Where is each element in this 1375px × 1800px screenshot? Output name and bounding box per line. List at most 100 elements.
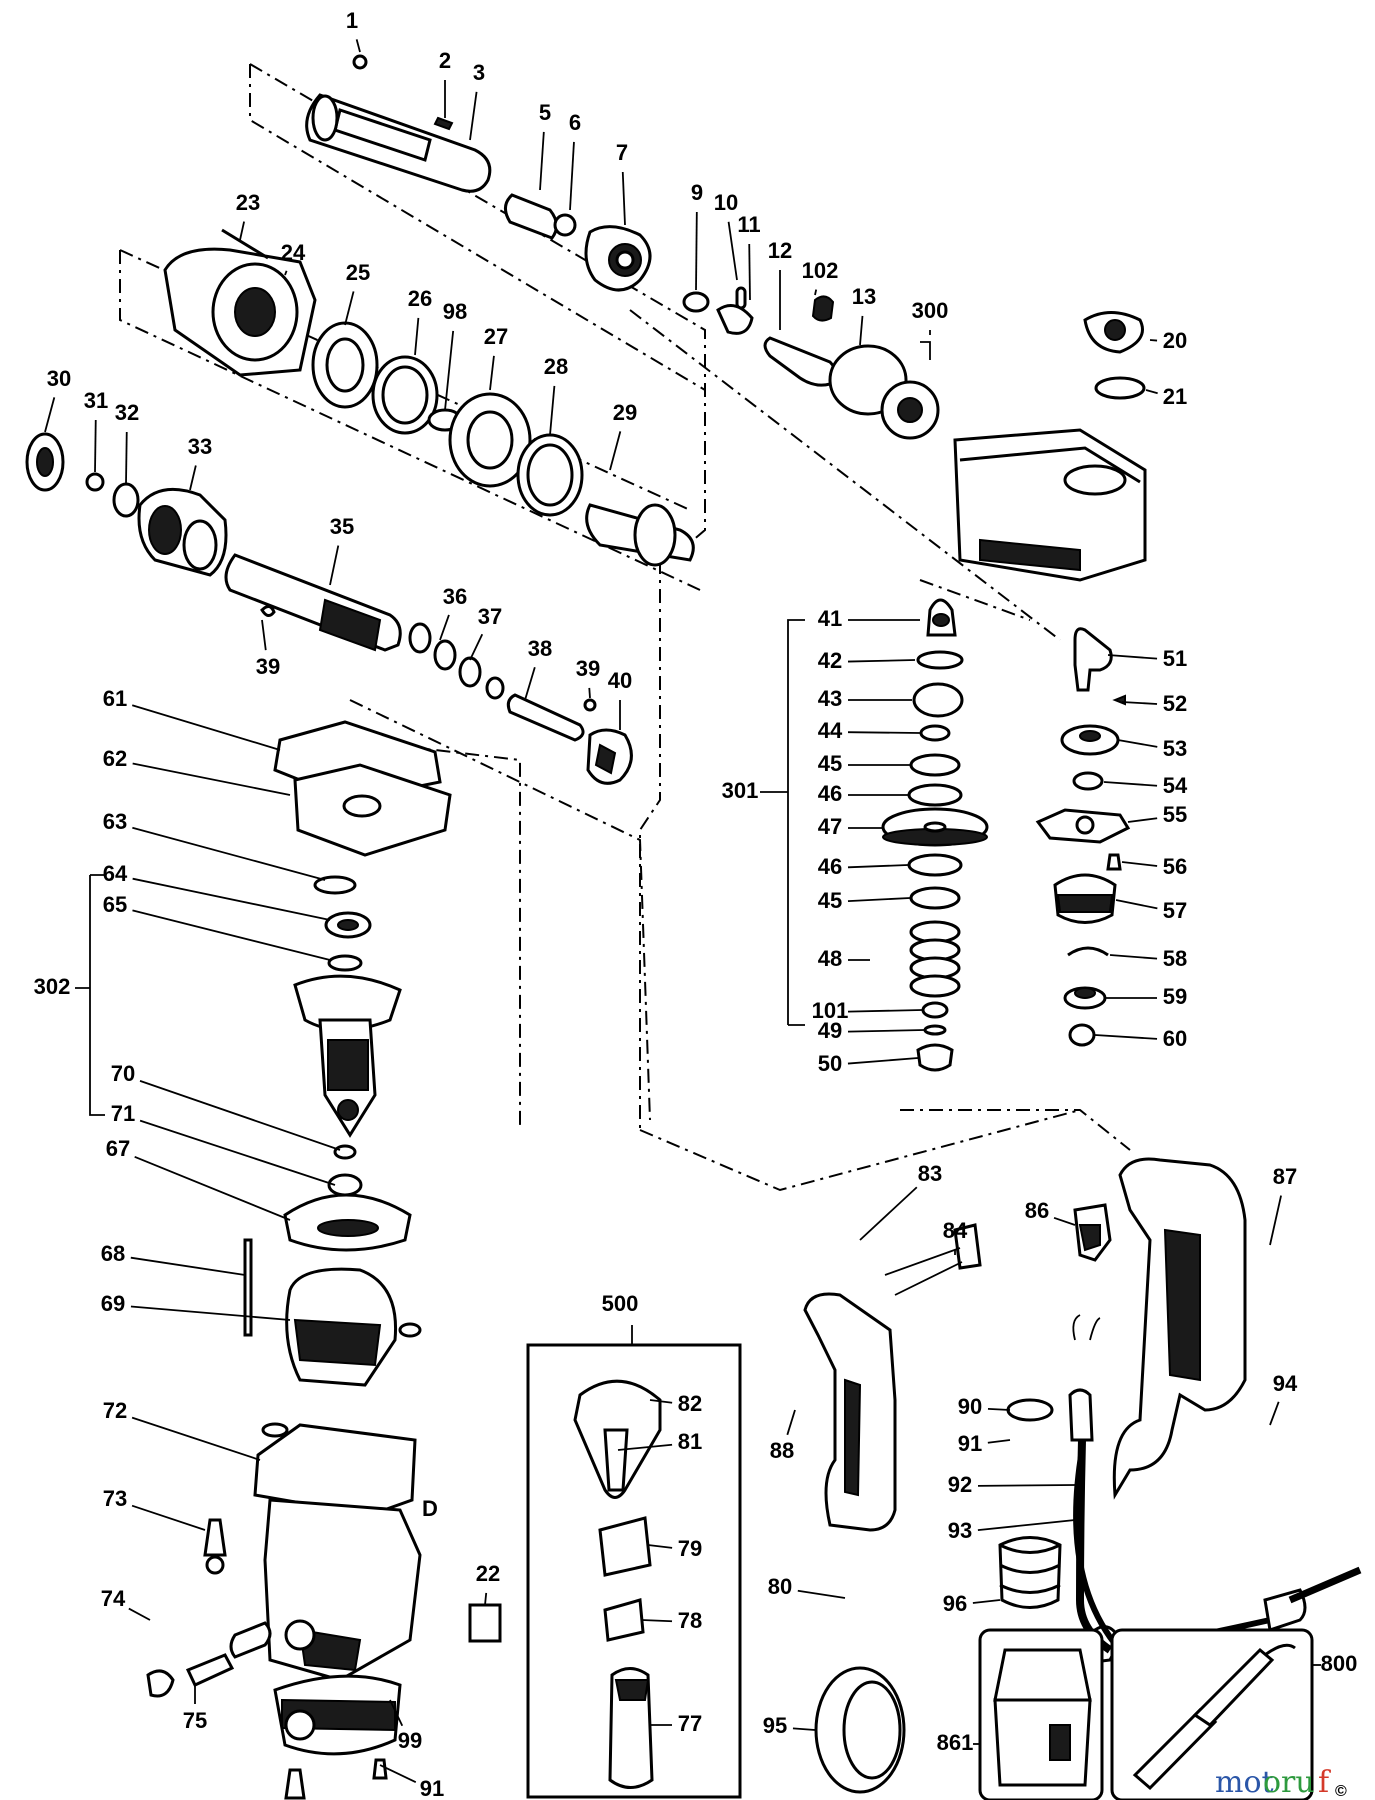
part-label-56: 56 bbox=[1163, 854, 1187, 879]
part-label-301: 301 bbox=[722, 778, 759, 803]
group-bracket bbox=[920, 341, 931, 360]
part-label-96: 96 bbox=[943, 1591, 967, 1616]
motor-housing bbox=[146, 1423, 502, 1800]
leader-line bbox=[94, 419, 97, 473]
leader-line bbox=[284, 270, 288, 276]
leader-line bbox=[1053, 1216, 1076, 1226]
leader-line bbox=[847, 659, 916, 663]
leader-line bbox=[621, 171, 626, 226]
part-label-65: 65 bbox=[103, 892, 127, 917]
part-label-27: 27 bbox=[484, 324, 508, 349]
part-label-90: 90 bbox=[958, 1394, 982, 1419]
leader-line bbox=[847, 1029, 925, 1033]
leader-line bbox=[569, 141, 575, 211]
leader-line bbox=[484, 1592, 488, 1606]
leader-line bbox=[444, 330, 455, 411]
part-label-36: 36 bbox=[443, 584, 467, 609]
leader-line bbox=[786, 1409, 796, 1436]
part-label-98: 98 bbox=[443, 299, 467, 324]
leader-line bbox=[588, 687, 591, 699]
leader-line bbox=[261, 619, 267, 651]
leader-line bbox=[1149, 339, 1158, 342]
part-label-70: 70 bbox=[111, 1061, 135, 1086]
leader-line bbox=[1127, 817, 1158, 823]
group-bracket bbox=[75, 874, 105, 1116]
hammer-housing bbox=[163, 228, 695, 567]
carry-case-861 bbox=[978, 1628, 1104, 1800]
part-label-78: 78 bbox=[678, 1608, 702, 1633]
leader-line bbox=[239, 221, 245, 241]
leader-line bbox=[389, 1699, 404, 1727]
leader-line bbox=[987, 1408, 1011, 1411]
part-label-67: 67 bbox=[106, 1136, 130, 1161]
leader-line bbox=[847, 897, 911, 903]
motor-assembly bbox=[243, 720, 452, 1438]
watermark-part3: f bbox=[1318, 1765, 1331, 1800]
leader-line bbox=[641, 1619, 673, 1623]
part-label-49: 49 bbox=[818, 1018, 842, 1043]
leader-line bbox=[132, 762, 291, 796]
handle-assembly bbox=[803, 1157, 1247, 1667]
assembly-guide-lines bbox=[119, 63, 1131, 1192]
part-label-82: 82 bbox=[678, 1391, 702, 1416]
part-label-7: 7 bbox=[616, 140, 628, 165]
part-label-22: 22 bbox=[476, 1561, 500, 1586]
part-label-800: 800 bbox=[1321, 1651, 1358, 1676]
part-label-71: 71 bbox=[111, 1101, 135, 1126]
leader-line bbox=[1094, 1034, 1158, 1040]
leader-line bbox=[1115, 899, 1158, 910]
grease-kit-800 bbox=[1110, 1628, 1314, 1800]
leader-line bbox=[189, 465, 197, 491]
watermark-copyright: © bbox=[1335, 1783, 1347, 1800]
part-label-23: 23 bbox=[236, 190, 260, 215]
part-label-9: 9 bbox=[691, 180, 703, 205]
part-label-11: 11 bbox=[737, 212, 760, 237]
gear-housing bbox=[953, 311, 1147, 582]
part-label-21: 21 bbox=[1163, 384, 1187, 409]
part-label-80: 80 bbox=[768, 1574, 792, 1599]
spindle-assembly bbox=[305, 54, 652, 292]
leader-line bbox=[439, 614, 450, 641]
part-label-300: 300 bbox=[912, 298, 949, 323]
tool-holder-assembly bbox=[25, 432, 633, 785]
leader-line bbox=[847, 1057, 919, 1065]
leader-line bbox=[414, 317, 420, 356]
part-label-91: 91 bbox=[958, 1431, 982, 1456]
group-bracket bbox=[760, 619, 805, 1026]
leader-line bbox=[797, 1589, 846, 1599]
leader-line bbox=[1109, 954, 1158, 960]
part-label-87: 87 bbox=[1273, 1164, 1297, 1189]
watermark-part2: oru bbox=[1263, 1765, 1315, 1800]
part-label-47: 47 bbox=[818, 814, 842, 839]
part-label-95: 95 bbox=[763, 1713, 787, 1738]
part-label-62: 62 bbox=[103, 746, 127, 771]
leader-line bbox=[1269, 1195, 1282, 1246]
leader-line bbox=[649, 1399, 673, 1404]
leader-line bbox=[130, 1305, 291, 1321]
leader-line bbox=[1103, 781, 1158, 787]
part-label-28: 28 bbox=[544, 354, 568, 379]
leader-line bbox=[128, 1607, 151, 1621]
part-label-41: 41 bbox=[818, 606, 842, 631]
part-label-83: 83 bbox=[918, 1161, 942, 1186]
part-label-68: 68 bbox=[101, 1241, 125, 1266]
part-label-57: 57 bbox=[1163, 898, 1187, 923]
part-label-13: 13 bbox=[852, 284, 876, 309]
part-label-81: 81 bbox=[678, 1429, 702, 1454]
part-label-861: 861 bbox=[937, 1730, 974, 1755]
leader-line bbox=[489, 355, 495, 391]
part-label-84: 84 bbox=[943, 1218, 968, 1243]
leader-line bbox=[972, 1599, 1001, 1604]
part-label-54: 54 bbox=[1163, 773, 1188, 798]
part-label-37: 37 bbox=[478, 604, 502, 629]
leader-line bbox=[847, 1009, 923, 1013]
part-label-500: 500 bbox=[602, 1291, 639, 1316]
leader-line bbox=[617, 1443, 673, 1451]
leader-line bbox=[977, 1484, 1076, 1487]
leader-line bbox=[132, 826, 326, 881]
part-label-51: 51 bbox=[1163, 646, 1187, 671]
part-label-93: 93 bbox=[948, 1518, 972, 1543]
part-label-5: 5 bbox=[539, 100, 551, 125]
